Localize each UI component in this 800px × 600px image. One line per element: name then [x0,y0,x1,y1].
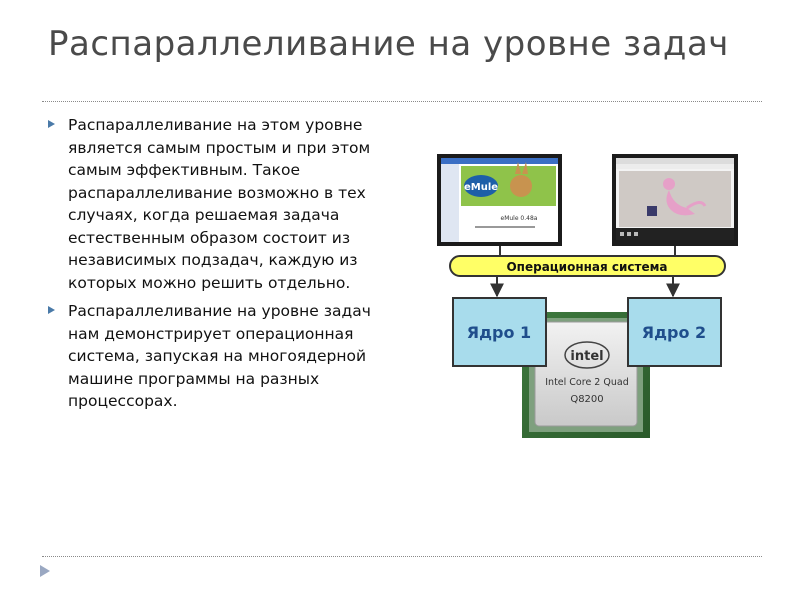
cpu-brand: intel [570,349,603,364]
bullet-text: Распараллеливание на уровне задач нам де… [68,302,371,410]
core-1-box: Ядро 1 [452,297,547,367]
app-window-player [612,154,738,246]
os-bar: Операционная система [449,255,726,277]
app-window-emule: eMule eMule 0.48a [437,154,562,246]
next-slide-icon[interactable] [40,565,50,577]
bullet-item: Распараллеливание на этом уровне являетс… [48,114,383,294]
slide-title: Распараллеливание на уровне задач [48,24,729,64]
title-divider [42,101,762,102]
core-2-label: Ядро 2 [642,323,706,342]
cpu-model: Intel Core 2 Quad [545,377,628,388]
emule-version-text: eMule 0.48a [501,215,538,222]
core-1-label: Ядро 1 [467,323,531,342]
core-2-box: Ядро 2 [627,297,722,367]
footer-divider [42,556,762,557]
bullet-icon [48,306,55,314]
bullet-text: Распараллеливание на этом уровне являетс… [68,116,371,292]
os-label: Операционная система [506,260,667,274]
multicore-diagram: eMule eMule 0.48a Операционная система [437,154,738,438]
bullet-icon [48,120,55,128]
bullet-list: Распараллеливание на этом уровне являетс… [48,114,383,419]
bullet-item: Распараллеливание на уровне задач нам де… [48,300,383,413]
emule-logo-text: eMule [464,182,498,193]
cpu-number: Q8200 [570,394,603,405]
